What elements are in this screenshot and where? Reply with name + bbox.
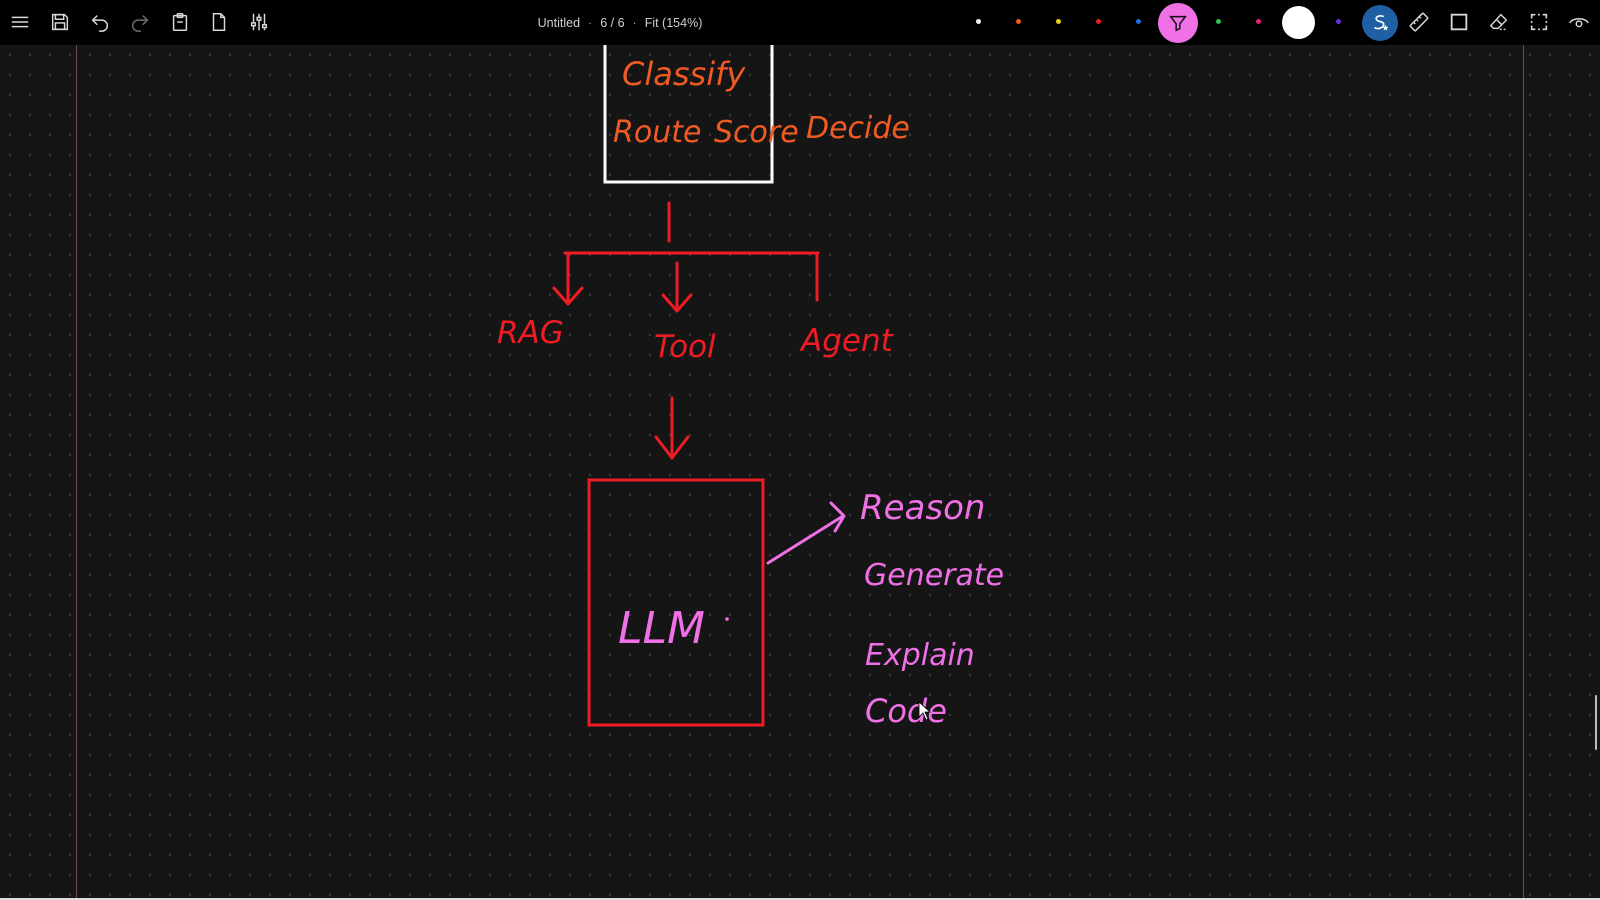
color-dot-green[interactable] — [1216, 19, 1221, 24]
llm-box[interactable] — [587, 478, 765, 727]
color-dot-red[interactable] — [1096, 19, 1101, 24]
separator-2: · — [632, 15, 637, 30]
menu-icon[interactable] — [4, 6, 36, 38]
ink-word-classify[interactable]: Classify — [622, 55, 746, 93]
page-border-right — [1523, 45, 1524, 898]
capability-reason[interactable]: Reason — [860, 488, 985, 528]
pen-icon — [1169, 15, 1187, 32]
paste-icon[interactable] — [164, 6, 196, 38]
branch-arrows[interactable] — [552, 201, 820, 460]
page-indicator[interactable]: 6 / 6 — [600, 15, 625, 30]
ink-word-route[interactable]: Route — [613, 115, 701, 150]
document-info: Untitled · 6 / 6 · Fit (154%) — [480, 0, 760, 45]
zoom-level[interactable]: Fit (154%) — [644, 15, 703, 30]
undo-icon[interactable] — [84, 6, 116, 38]
llm-label[interactable]: LLM — [618, 603, 705, 654]
branch-label-tool[interactable]: Tool — [654, 329, 716, 365]
capability-explain[interactable]: Explain — [865, 638, 975, 673]
ink-word-decide[interactable]: Decide — [806, 111, 910, 146]
branch-label-agent[interactable]: Agent — [799, 323, 895, 359]
color-dot-blue[interactable] — [1136, 19, 1141, 24]
save-icon[interactable] — [44, 6, 76, 38]
ink-dot — [725, 617, 729, 621]
active-pen-button[interactable] — [1158, 3, 1198, 43]
new-page-icon[interactable] — [203, 6, 235, 38]
vertical-scrollbar[interactable] — [1595, 695, 1597, 750]
ink-word-score[interactable]: Score — [714, 115, 799, 150]
shape-icon[interactable] — [1443, 6, 1475, 38]
view-icon[interactable] — [1563, 6, 1595, 38]
color-dot-yellow[interactable] — [1056, 19, 1061, 24]
drawing-canvas[interactable]: Classify Route Score Decide RAG Tool Age… — [0, 45, 1600, 898]
capability-arrow[interactable] — [766, 501, 846, 565]
capability-code[interactable]: Code — [865, 692, 947, 730]
branch-label-rag[interactable]: RAG — [497, 315, 564, 351]
page-border-left — [76, 45, 77, 898]
top-toolbar: Untitled · 6 / 6 · Fit (154%) — [0, 0, 1600, 45]
color-dot-purple[interactable] — [1336, 19, 1341, 24]
router-box[interactable] — [603, 45, 774, 184]
document-title[interactable]: Untitled — [537, 15, 581, 30]
separator-1: · — [588, 15, 593, 30]
mouse-cursor-icon — [918, 701, 932, 721]
ink-layer: Classify Route Score Decide RAG Tool Age… — [497, 45, 1004, 730]
eraser-icon[interactable] — [1483, 6, 1515, 38]
bottom-edge — [0, 898, 1600, 900]
color-dot-orange[interactable] — [1016, 19, 1021, 24]
color-dot-magenta[interactable] — [1256, 19, 1261, 24]
color-dot-white[interactable] — [976, 19, 981, 24]
redo-icon[interactable] — [124, 6, 156, 38]
pen-width-swatch[interactable] — [1282, 6, 1315, 39]
ruler-icon[interactable] — [1403, 6, 1435, 38]
lasso-select-icon[interactable] — [1523, 6, 1555, 38]
capability-generate[interactable]: Generate — [864, 558, 1004, 593]
settings-sliders-icon[interactable] — [243, 6, 275, 38]
ink-to-shape-icon[interactable] — [1362, 5, 1398, 41]
